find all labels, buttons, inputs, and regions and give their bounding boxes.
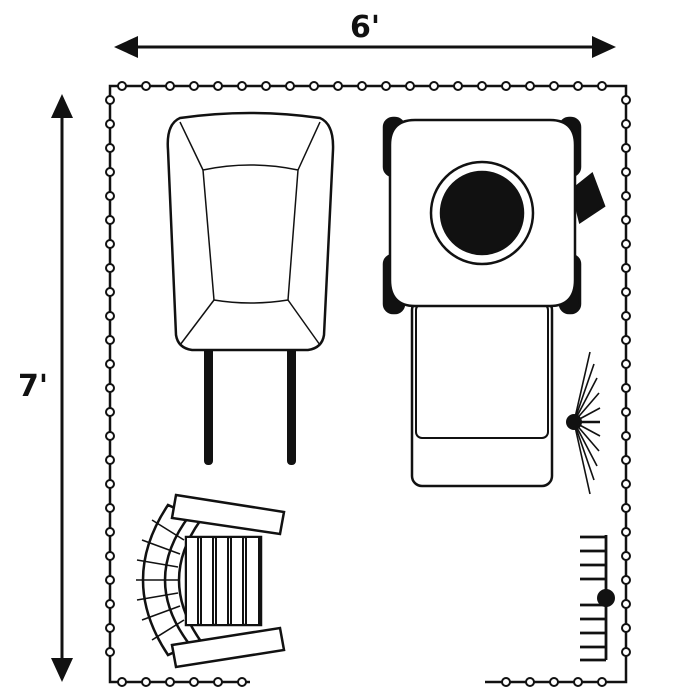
floor-edge-notch — [105, 647, 115, 657]
floor-edge-notch — [309, 81, 319, 91]
floor-edge-notch — [105, 503, 115, 513]
floor-edge-notch — [621, 191, 631, 201]
adirondack-chair-icon — [136, 493, 286, 669]
floor-edge-notch — [621, 455, 631, 465]
floor-edge-notch — [117, 81, 127, 91]
floor-edge-notch — [165, 677, 175, 687]
garden-rake-icon — [580, 535, 615, 662]
floor-edge-notch — [621, 383, 631, 393]
floor-edge-notch — [501, 81, 511, 91]
height-label: 7' — [18, 369, 48, 404]
floor-edge-notch — [549, 81, 559, 91]
floor-edge-notch — [621, 407, 631, 417]
floor-edge-notch — [105, 239, 115, 249]
floor-edge-notch — [237, 81, 247, 91]
floor-edge-notch — [621, 479, 631, 489]
floor-edge-notch — [285, 81, 295, 91]
floor-edge-notch — [105, 287, 115, 297]
floor-edge-notch — [105, 143, 115, 153]
floor-edge-notch — [549, 677, 559, 687]
floor-edge-notch — [573, 677, 583, 687]
floor-edge-notch — [105, 119, 115, 129]
floor-edge-notch — [621, 215, 631, 225]
floor-edge-notch — [141, 677, 151, 687]
floor-edge-notch — [261, 81, 271, 91]
floor-edge-notch — [621, 95, 631, 105]
floor-edge-notch — [621, 335, 631, 345]
height-dimension: 7' — [14, 94, 73, 682]
floor-edge-notch — [189, 677, 199, 687]
width-label: 6' — [350, 10, 380, 45]
floor-edge-notch — [105, 95, 115, 105]
floor-edge-notch — [105, 527, 115, 537]
floor-edge-notch — [105, 335, 115, 345]
floor-edge-notch — [381, 81, 391, 91]
floor-edge-notch — [105, 623, 115, 633]
floor-edge-notch — [117, 677, 127, 687]
floor-edge-notch — [105, 359, 115, 369]
floor-edge-notch — [105, 455, 115, 465]
floor-edge-notch — [237, 677, 247, 687]
floor-edge-notch — [105, 479, 115, 489]
floor-edge-notch — [105, 407, 115, 417]
floor-edge-notch — [525, 81, 535, 91]
width-dimension: 6' — [114, 6, 616, 58]
floor-edge-notch — [621, 311, 631, 321]
floor-edge-notch — [621, 575, 631, 585]
floor-edge-notch — [405, 81, 415, 91]
floor-edge-notch — [105, 599, 115, 609]
floor-edge-notch — [105, 575, 115, 585]
floor-edge-notch — [477, 81, 487, 91]
floor-edge-notch — [621, 239, 631, 249]
lawn-mower-icon — [382, 116, 606, 488]
floor-edge-notch — [621, 359, 631, 369]
floor-edge-notch — [105, 215, 115, 225]
floor-edge-notch — [621, 503, 631, 513]
floor-edge-notch — [105, 191, 115, 201]
floor-edge-notch — [213, 677, 223, 687]
floor-edge-notch — [213, 81, 223, 91]
floor-edge-notch — [333, 81, 343, 91]
leaf-rake-icon — [566, 351, 601, 495]
floor-edge-notch — [105, 383, 115, 393]
floor-edge-notch — [429, 81, 439, 91]
floor-edge-notch — [597, 81, 607, 91]
shed-floor-outline — [105, 81, 631, 687]
floor-edge-notch — [105, 263, 115, 273]
floor-edge-notch — [621, 647, 631, 657]
floor-edge-notch — [621, 119, 631, 129]
floor-edge-notch — [621, 167, 631, 177]
floor-edge-notch — [453, 81, 463, 91]
floor-edge-notch — [621, 599, 631, 609]
floor-edge-notch — [621, 263, 631, 273]
floor-edge-notch — [105, 311, 115, 321]
floor-edge-notch — [621, 527, 631, 537]
floor-edge-notch — [621, 287, 631, 297]
floor-edge-notch — [165, 81, 175, 91]
floor-edge-notch — [621, 431, 631, 441]
floor-edge-notch — [621, 143, 631, 153]
floor-edge-notch — [621, 623, 631, 633]
floor-edge-notch — [357, 81, 367, 91]
floor-edge-notch — [525, 677, 535, 687]
floor-edge-notch — [573, 81, 583, 91]
floor-edge-notch — [597, 677, 607, 687]
door-opening — [250, 677, 485, 687]
floor-edge-notch — [105, 431, 115, 441]
floor-edge-notch — [501, 677, 511, 687]
floor-edge-notch — [105, 551, 115, 561]
wheelbarrow-icon — [166, 111, 335, 465]
floor-edge-notch — [141, 81, 151, 91]
floor-edge-notch — [189, 81, 199, 91]
floor-edge-notch — [105, 167, 115, 177]
floor-edge-notch — [621, 551, 631, 561]
